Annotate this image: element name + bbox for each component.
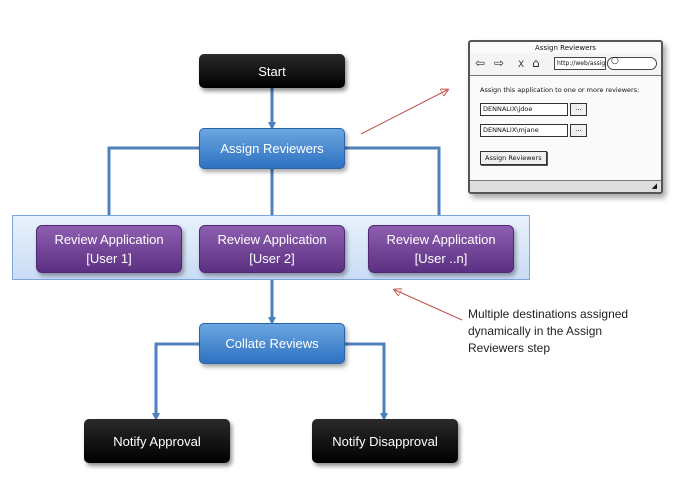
notify-disapproval-label: Notify Disapproval — [332, 433, 438, 449]
annotation-line3: Reviewers step — [468, 341, 551, 355]
mockup-status-bar: ◢ — [470, 180, 661, 192]
search-icon: ○ — [611, 56, 619, 66]
mockup-window-title: Assign Reviewers — [535, 44, 596, 52]
review-user2-line2: [User 2] — [249, 251, 295, 266]
connector-assign-user1 — [105, 146, 199, 227]
review-user2-node[interactable]: Review Application [User 2] — [199, 225, 345, 273]
connector-assign-usern — [345, 146, 443, 227]
review-usern-line2: [User ..n] — [414, 251, 468, 266]
mockup-instruction: Assign this application to one or more r… — [480, 86, 640, 94]
browse-button-2[interactable]: ... — [570, 124, 587, 137]
annotation-line1: Multiple destinations assigned — [468, 307, 629, 321]
annotation-text: Multiple destinations assigned dynamical… — [468, 306, 688, 357]
close-icon[interactable]: X — [518, 60, 525, 70]
notify-approval-node[interactable]: Notify Approval — [84, 419, 230, 463]
start-label: Start — [258, 63, 286, 79]
annotation-arrow-to-band — [395, 290, 463, 321]
url-field[interactable]: http://web/assig — [554, 57, 606, 70]
assign-reviewers-node[interactable]: Assign Reviewers — [199, 128, 345, 169]
collate-reviews-label: Collate Reviews — [225, 336, 319, 351]
assign-reviewers-label: Assign Reviewers — [220, 141, 324, 156]
review-user1-line1: Review Application — [54, 232, 164, 247]
mockup-body: Assign this application to one or more r… — [470, 76, 661, 192]
review-usern-line1: Review Application — [386, 232, 496, 247]
back-arrow-icon[interactable]: ⇦ — [475, 56, 486, 70]
annotation-line2: dynamically in the Assign — [468, 324, 603, 338]
forward-arrow-icon[interactable]: ⇨ — [494, 56, 505, 70]
search-field[interactable]: ○ — [607, 56, 657, 70]
review-user2-line1: Review Application — [217, 232, 327, 247]
collate-reviews-node[interactable]: Collate Reviews — [199, 323, 345, 364]
connector-collate-approval — [152, 342, 199, 421]
notify-disapproval-node[interactable]: Notify Disapproval — [312, 419, 458, 463]
review-usern-node[interactable]: Review Application [User ..n] — [368, 225, 514, 273]
notify-approval-label: Notify Approval — [113, 433, 201, 449]
home-icon[interactable]: ⌂ — [532, 56, 540, 70]
connector-collate-disapproval — [345, 342, 388, 421]
reviewer-field-2[interactable]: DENNALIX\mjane — [480, 124, 568, 137]
reviewer-field-1[interactable]: DENNALIX\jdoe — [480, 103, 568, 116]
review-user1-node[interactable]: Review Application [User 1] — [36, 225, 182, 273]
browse-button-1[interactable]: ... — [570, 103, 587, 116]
start-node[interactable]: Start — [199, 54, 345, 88]
annotation-arrow-to-mockup — [360, 90, 447, 135]
assign-reviewers-button[interactable]: Assign Reviewers — [480, 151, 547, 165]
mockup-toolbar: ⇦ ⇨ X ⌂ http://web/assig ○ — [470, 53, 661, 76]
review-user1-line2: [User 1] — [86, 251, 132, 266]
resize-grip-icon: ◢ — [651, 182, 657, 190]
assign-reviewers-mockup: Assign Reviewers ⇦ ⇨ X ⌂ http://web/assi… — [468, 40, 663, 194]
